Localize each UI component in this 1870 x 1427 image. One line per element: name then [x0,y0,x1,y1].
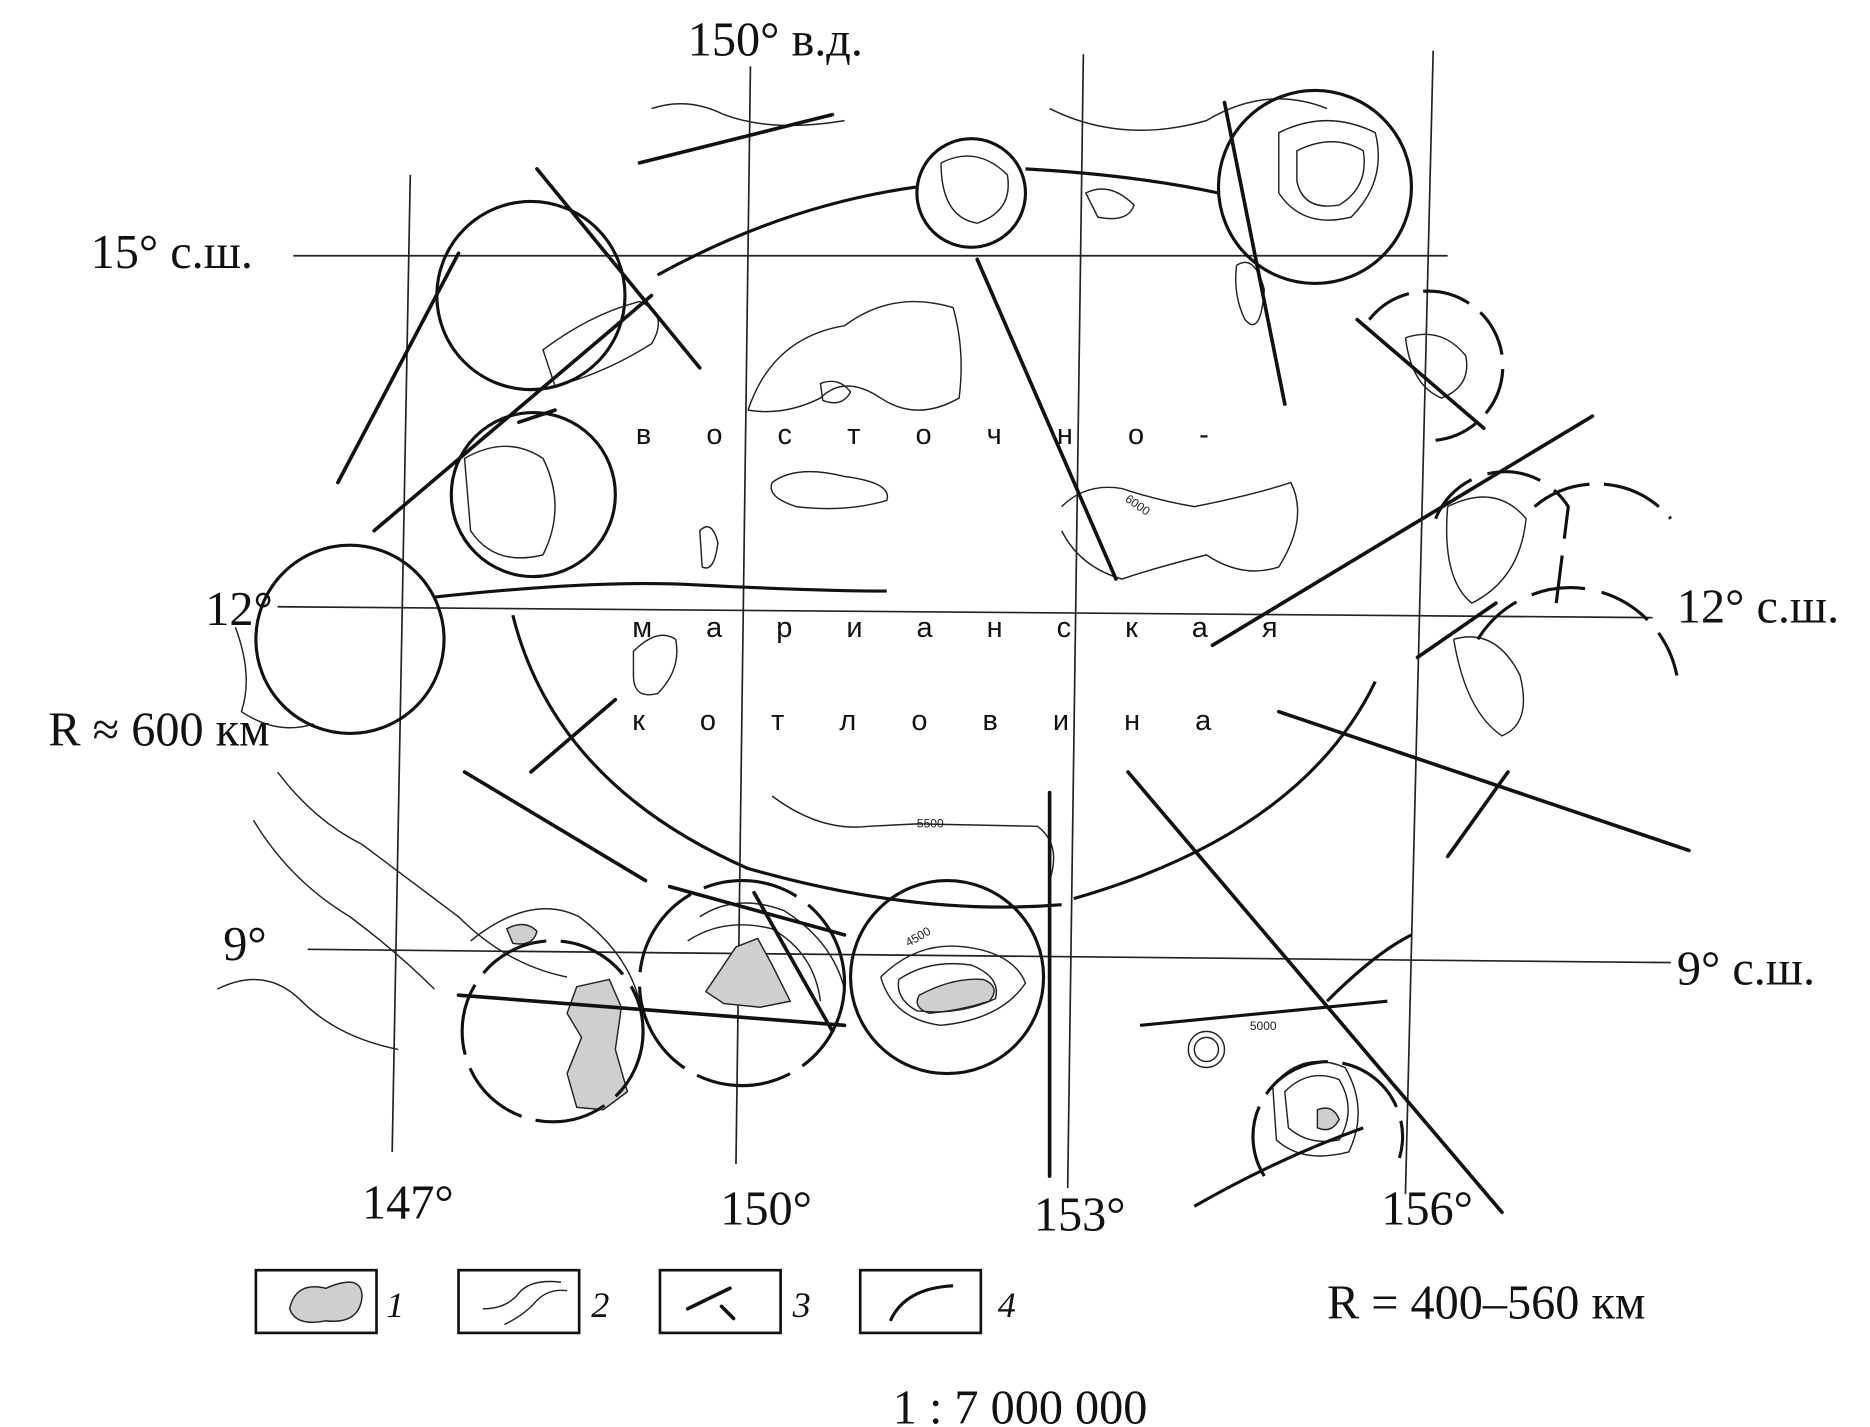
basin-name-line-1: в о с т о ч н о - [636,419,1209,451]
radius-left-label: R ≈ 600 км [48,703,269,756]
contour-label-5500: 5500 [917,816,944,830]
longitude-label-156: 156° [1381,1182,1473,1235]
contour-label-4500: 4500 [903,924,933,950]
latitude-label-9-right: 9° с.ш. [1677,942,1815,995]
legend-item-4: 4 [858,1268,1016,1335]
radius-right-label: R = 400–560 км [1327,1276,1645,1329]
meridian-156 [1404,50,1435,1195]
gray-area-symbol [288,1281,363,1324]
longitude-label-150: 150° [720,1182,812,1235]
legend: 1 2 3 4 [254,1268,1016,1335]
map-scale: 1 : 7 000 000 [893,1381,1148,1427]
latitude-label-9-left: 9° [223,918,266,971]
latitude-label-12-right: 12° с.ш. [1677,580,1839,633]
legend-number-4: 4 [998,1285,1016,1325]
meridian-147 [391,174,412,1152]
contour-symbol [482,1280,562,1310]
fault-lines [336,100,1691,1215]
ring-arc-symbol [888,1284,954,1322]
parallel-9 [307,948,1671,964]
contour-label-6000: 6000 [1123,492,1153,519]
ring-structures [254,88,1679,1208]
legend-item-3: 3 [658,1268,811,1335]
longitude-label-147: 147° [362,1176,454,1229]
legend-item-1: 1 [254,1268,404,1335]
legend-number-2: 2 [591,1285,609,1325]
coordinate-grid [277,50,1671,1195]
fault-symbol [685,1286,732,1311]
basin-name-line-2: м а р и а н с к а я [632,612,1277,644]
legend-item-2: 2 [457,1268,609,1335]
contour-label-5000: 5000 [1250,1019,1277,1033]
legend-number-1: 1 [386,1285,404,1325]
parallel-12 [277,605,1653,619]
meridian-153 [1066,54,1085,1189]
longitude-label-153: 153° [1034,1188,1126,1241]
bathymetric-contours [216,98,1527,1157]
legend-number-3: 3 [792,1285,811,1325]
latitude-label-12-left: 12° [205,583,273,636]
longitude-label-top: 150° в.д. [688,13,863,66]
basin-name-line-3: к о т л о в и н а [632,705,1212,737]
latitude-label-15: 15° с.ш. [91,226,253,279]
